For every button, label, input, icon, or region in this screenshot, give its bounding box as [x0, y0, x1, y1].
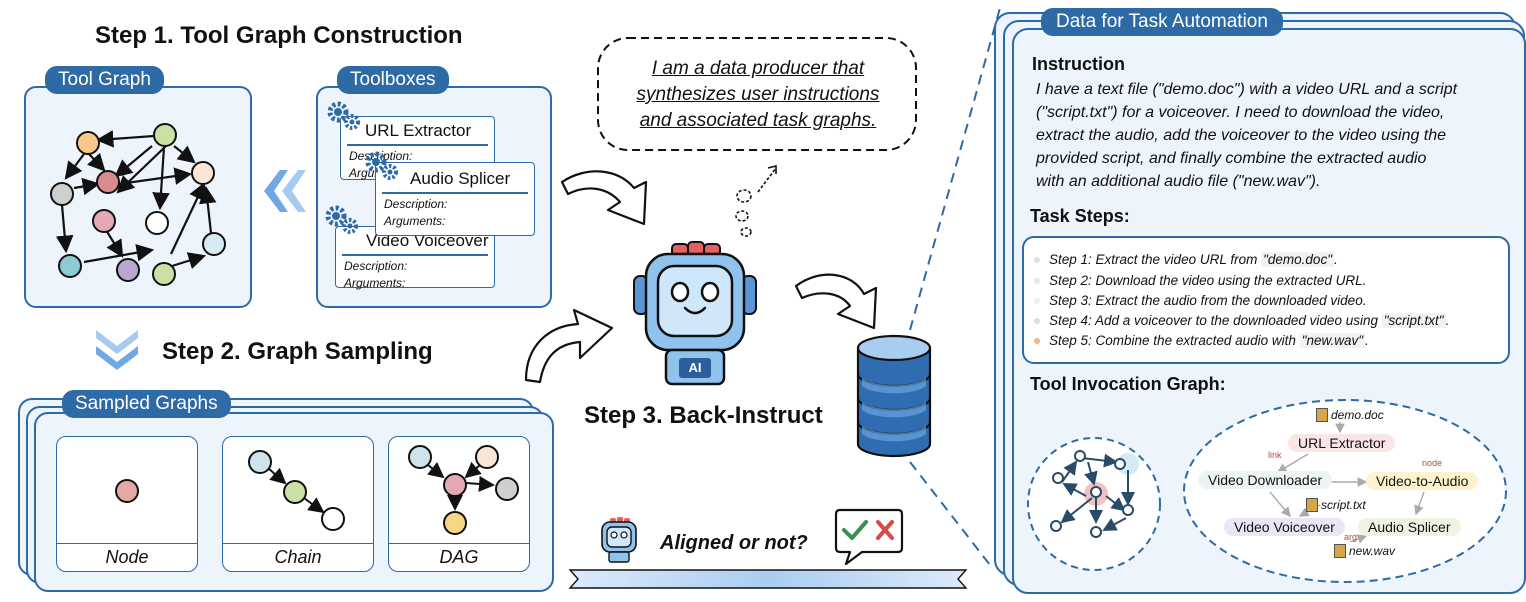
file-name: script.txt	[1321, 498, 1366, 512]
check-cross-bubble-icon	[834, 508, 904, 566]
step2-title: Step 2. Graph Sampling	[162, 338, 433, 365]
tool-card-name: Audio Splicer	[410, 169, 511, 188]
double-chevron-down-icon	[96, 330, 138, 370]
tool-graph-diagram	[50, 123, 226, 286]
tool-card-description: Description:	[384, 196, 448, 211]
instruction-line: I have a text file ("demo.doc") with a v…	[1036, 81, 1458, 98]
task-step: Step 3: Extract the audio from the downl…	[1034, 293, 1366, 308]
step-dot	[1034, 278, 1040, 285]
speech-bubble-text: I am a data producer that synthesizes us…	[598, 56, 918, 134]
tool-card-name: URL Extractor	[365, 121, 472, 140]
instruction-line: provided script, and finally combine the…	[1036, 150, 1427, 167]
tool-card-audio-splicer: Audio Splicer Description: Arguments:	[375, 162, 535, 236]
gear-icon	[327, 101, 360, 130]
database-icon	[856, 334, 932, 458]
speech-line: I am a data producer that	[651, 58, 865, 79]
step-text: Step 1: Extract the video URL from	[1049, 252, 1262, 267]
graph-caption: Chain	[223, 543, 373, 571]
file-demo-doc: demo.doc	[1316, 406, 1384, 424]
curved-arrow-icon	[560, 170, 648, 226]
tool-invocation-graph-heading: Tool Invocation Graph:	[1030, 374, 1226, 394]
speech-line: and associated task graphs.	[639, 110, 877, 131]
instruction-heading: Instruction	[1032, 54, 1125, 74]
step-dot	[1034, 298, 1040, 305]
step-dot	[1034, 257, 1040, 264]
edge-label-arg: arg	[1344, 532, 1358, 542]
sampled-graph-chain: Chain	[222, 436, 374, 572]
step-dot	[1034, 318, 1040, 325]
file-icon	[1334, 543, 1346, 558]
instruction-text: I have a text file ("demo.doc") with a v…	[1036, 78, 1457, 193]
step1-title: Step 1. Tool Graph Construction	[95, 22, 463, 49]
gear-icon	[365, 151, 398, 180]
instruction-line: ("script.txt") for a voiceover. I need t…	[1036, 104, 1445, 121]
task-step: Step 2: Download the video using the ext…	[1034, 273, 1366, 288]
tool-graph-panel	[24, 86, 252, 308]
step-suffix: .	[1365, 333, 1369, 348]
sampled-graph-dag: DAG	[388, 436, 530, 572]
tool-node-url-extractor: URL Extractor	[1288, 434, 1396, 452]
toolboxes-tag: Toolboxes	[337, 66, 449, 94]
tool-graph-tag: Tool Graph	[45, 66, 164, 94]
graph-caption: DAG	[389, 543, 529, 571]
step-dot	[1034, 338, 1040, 345]
task-step: Step 1: Extract the video URL from "demo…	[1034, 252, 1338, 267]
instruction-line: extract the audio, add the voiceover to …	[1036, 127, 1447, 144]
task-steps-box: Step 1: Extract the video URL from "demo…	[1022, 236, 1510, 364]
curved-arrow-icon	[794, 273, 878, 330]
callout-lines	[909, 7, 1001, 566]
tool-node-video-downloader: Video Downloader	[1198, 471, 1333, 489]
file-icon	[1316, 407, 1328, 422]
file-script-txt: script.txt	[1306, 496, 1366, 514]
small-robot-icon	[601, 517, 637, 563]
file-new-wav: new.wav	[1334, 542, 1395, 560]
step-code: "new.wav"	[1299, 333, 1366, 348]
file-name: demo.doc	[1331, 408, 1384, 422]
ribbon-bar	[568, 569, 968, 589]
step-suffix: .	[1333, 252, 1338, 267]
tool-node-video-to-audio: Video-to-Audio	[1366, 472, 1479, 490]
task-steps-heading: Task Steps:	[1030, 206, 1130, 226]
tool-node-audio-splicer: Audio Splicer	[1358, 518, 1461, 536]
task-step: Step 5: Combine the extracted audio with…	[1034, 333, 1369, 348]
tool-card-arguments: Arguments:	[384, 213, 446, 228]
sampled-graph-node: Node	[56, 436, 198, 572]
step-code: "demo.doc"	[1261, 252, 1334, 267]
sampled-graphs-tag: Sampled Graphs	[62, 390, 231, 418]
graph-caption: Node	[57, 543, 197, 571]
edge-label-link: link	[1268, 450, 1282, 460]
robot-ai-badge: AI	[679, 358, 711, 378]
step-code: "script.txt"	[1381, 313, 1446, 328]
network-graph-circle	[1027, 437, 1161, 571]
file-name: new.wav	[1349, 544, 1396, 558]
edge-label-node: node	[1422, 458, 1443, 468]
instruction-line: with an additional audio file ("new.wav"…	[1036, 173, 1321, 190]
step-text: Step 4: Add a voiceover to the downloade…	[1049, 313, 1382, 328]
curved-arrow-icon	[524, 308, 614, 384]
step-text: Step 3: Extract the audio from the downl…	[1049, 293, 1367, 308]
step-text: Step 5: Combine the extracted audio with	[1049, 333, 1300, 348]
tool-card-arguments: Arguments:	[344, 275, 406, 290]
step-text: Step 2: Download the video using the ext…	[1049, 273, 1367, 288]
tool-node-video-voiceover: Video Voiceover	[1224, 518, 1345, 536]
speech-bubble-outline	[597, 37, 917, 151]
step3-title: Step 3. Back-Instruct	[584, 402, 823, 429]
double-chevron-left-icon	[264, 170, 306, 212]
task-step: Step 4: Add a voiceover to the downloade…	[1034, 313, 1449, 328]
file-icon	[1306, 497, 1318, 512]
speech-line: synthesizes user instructions	[636, 84, 880, 105]
task-automation-tag: Data for Task Automation	[1041, 8, 1283, 36]
gear-icon	[325, 205, 358, 234]
aligned-question: Aligned or not?	[660, 532, 808, 554]
tool-card-description: Description:	[344, 258, 408, 273]
thought-dots	[735, 164, 777, 237]
step-suffix: .	[1445, 313, 1450, 328]
